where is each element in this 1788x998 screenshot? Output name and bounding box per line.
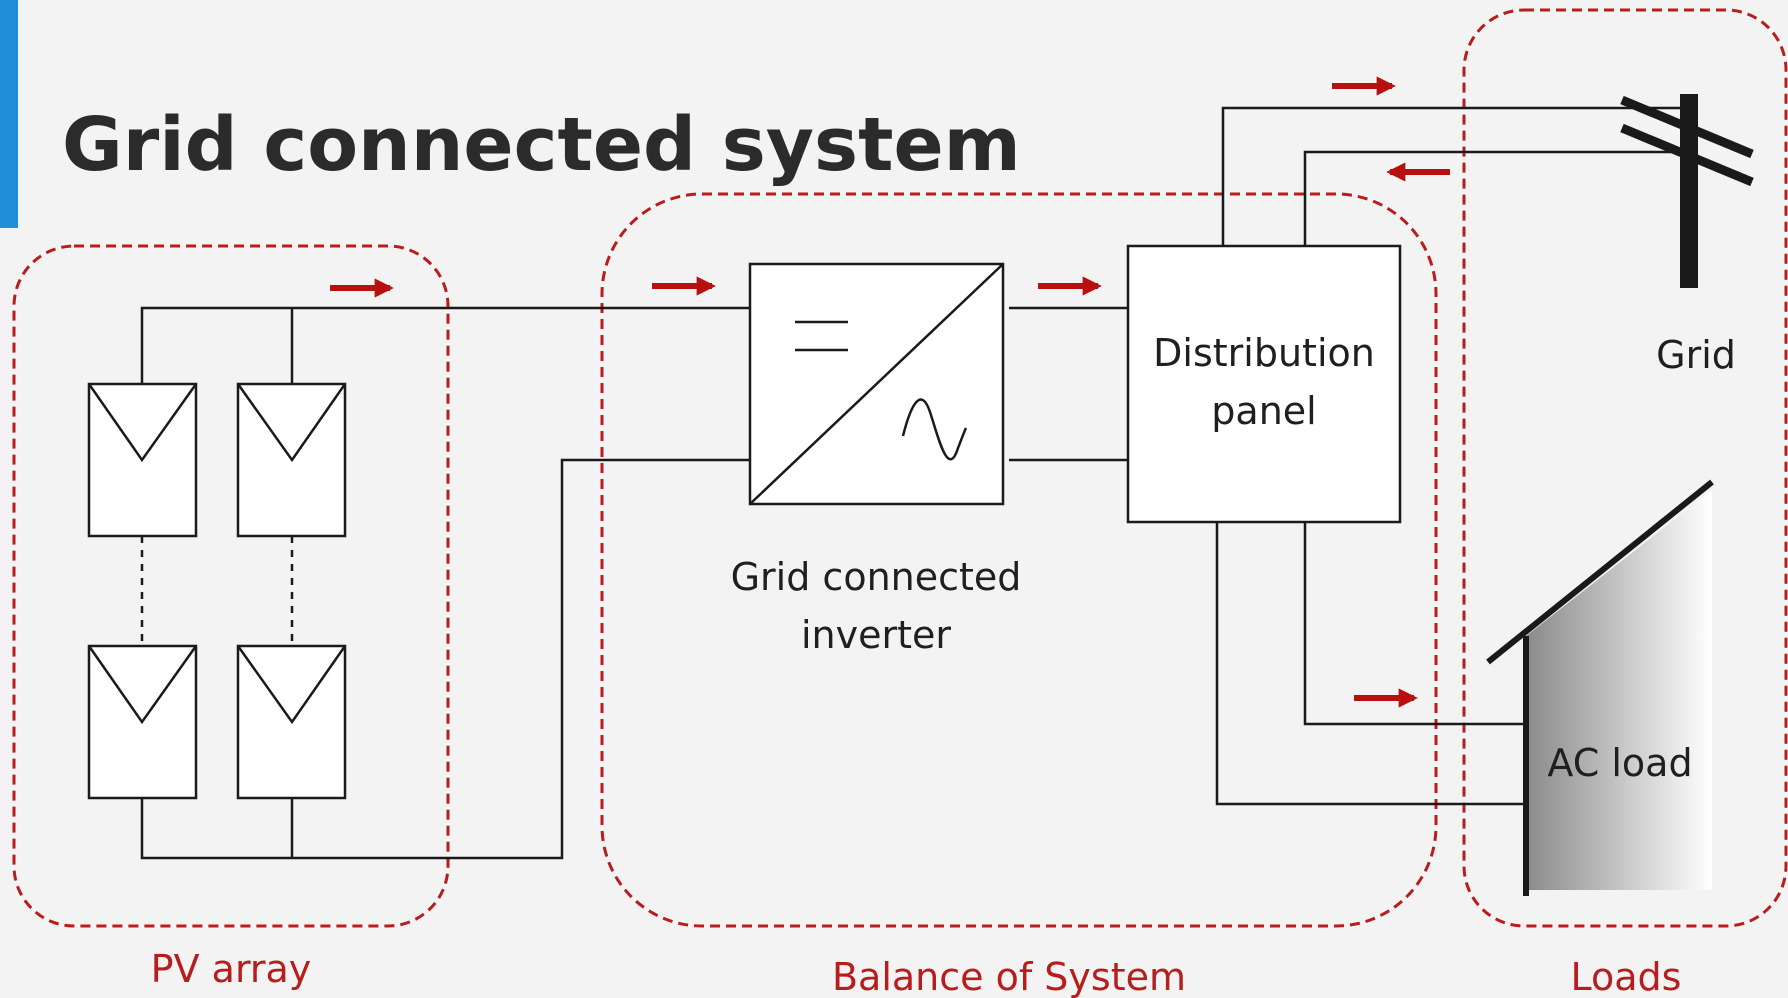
- pv-array-label: PV array: [151, 947, 312, 991]
- balance-of-system-label: Balance of System: [832, 955, 1186, 998]
- inverter-label-line1: Grid connected: [731, 555, 1022, 599]
- grid-to-panel-wire: [1303, 150, 1688, 246]
- page-title: Grid connected system: [62, 102, 1021, 188]
- grid-connected-inverter: [748, 262, 1005, 506]
- dc-symbol-icon: [795, 320, 848, 352]
- panel-label-line1: Distribution: [1153, 331, 1375, 375]
- panel-label-line2: panel: [1211, 389, 1316, 433]
- pv-module-bottom-left: [87, 644, 198, 800]
- pv-array-wiring: [140, 306, 750, 860]
- pv-module-top-right: [236, 382, 347, 538]
- ac-load-label: AC load: [1547, 741, 1692, 785]
- panel-to-load-wire-bottom: [1215, 522, 1526, 806]
- pv-module-bottom-right: [236, 644, 347, 800]
- utility-pole-icon: [1620, 94, 1754, 288]
- balance-of-system-group: [600, 192, 1438, 928]
- loads-group: [1462, 8, 1788, 928]
- panel-to-grid-wire: [1221, 106, 1688, 246]
- pv-array-group: [12, 244, 450, 928]
- distribution-panel: [1126, 244, 1402, 524]
- panel-to-load-wire-top: [1303, 522, 1526, 726]
- grid-label: Grid: [1656, 333, 1736, 377]
- flow-arrows: [330, 76, 1450, 708]
- house-icon: [1486, 479, 1714, 896]
- sine-wave-icon: [901, 398, 968, 461]
- accent-bar: [0, 0, 18, 228]
- loads-label: Loads: [1571, 955, 1682, 998]
- inverter-label-line2: inverter: [801, 613, 951, 657]
- pv-module-top-left: [87, 382, 198, 538]
